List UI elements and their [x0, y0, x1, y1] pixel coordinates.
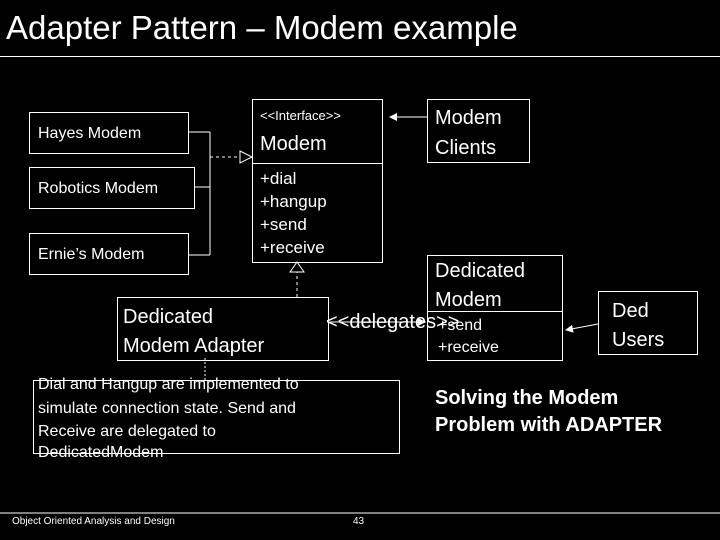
dedicated-modem-line-2: Modem	[435, 289, 502, 311]
caption-line-2: Problem with ADAPTER	[435, 414, 663, 436]
ernie-modem-box: Ernie’s Modem	[29, 233, 189, 275]
note-line-1: Dial and Hangup are implemented to	[38, 376, 299, 393]
modem-interface-header: <<Interface>> Modem	[252, 99, 383, 164]
adapter-box: Dedicated Modem Adapter	[117, 297, 329, 361]
ded-users-box: Ded Users	[598, 291, 698, 355]
adapter-realization	[289, 261, 305, 297]
delegates-label: <<delegates>>	[326, 311, 460, 333]
ded-users-line-2: Users	[612, 329, 665, 351]
note-line-3: Receive are delegated to	[38, 423, 216, 440]
robotics-modem-box: Robotics Modem	[29, 167, 195, 209]
footer-course: Object Oriented Analysis and Design	[12, 516, 175, 527]
dedicated-op-receive: +receive	[438, 339, 499, 356]
dedicated-modem-header: Dedicated Modem	[427, 255, 563, 312]
op-send: +send	[260, 215, 307, 234]
note-box: Dial and Hangup are implemented to simul…	[33, 376, 400, 461]
ernie-modem-label: Ernie’s Modem	[38, 246, 145, 263]
hayes-modem-label: Hayes Modem	[38, 125, 142, 142]
note-line-4: DedicatedModem	[38, 444, 164, 461]
modem-interface-operations: +dial +hangup +send +receive	[252, 163, 383, 263]
adapter-line-2: Modem Adapter	[123, 335, 265, 357]
op-dial: +dial	[260, 169, 297, 188]
dedicated-op-send: +send	[438, 317, 483, 334]
caption-line-1: Solving the Modem	[435, 387, 619, 409]
dedicated-modem-line-1: Dedicated	[435, 260, 526, 282]
slide-title: Adapter Pattern – Modem example	[6, 9, 518, 46]
ded-users-association	[565, 323, 599, 333]
clients-line-2: Clients	[435, 137, 497, 159]
op-receive: +receive	[260, 238, 325, 257]
title-divider	[0, 56, 720, 57]
modem-clients-box: Modem Clients	[427, 99, 530, 163]
realization-lines	[189, 131, 211, 256]
note-line-2: simulate connection state. Send and	[38, 400, 296, 417]
hayes-modem-box: Hayes Modem	[29, 112, 189, 154]
footer-page-number: 43	[353, 516, 365, 527]
realization-arrow	[210, 150, 254, 164]
op-hangup: +hangup	[260, 192, 327, 211]
dedicated-modem-operations: +send +receive	[427, 311, 563, 361]
robotics-modem-label: Robotics Modem	[38, 180, 159, 197]
interface-name: Modem	[260, 133, 327, 155]
clients-line-1: Modem	[435, 107, 502, 129]
interface-stereotype: <<Interface>>	[260, 108, 341, 123]
adapter-line-1: Dedicated	[123, 306, 214, 328]
ded-users-line-1: Ded	[612, 300, 649, 322]
